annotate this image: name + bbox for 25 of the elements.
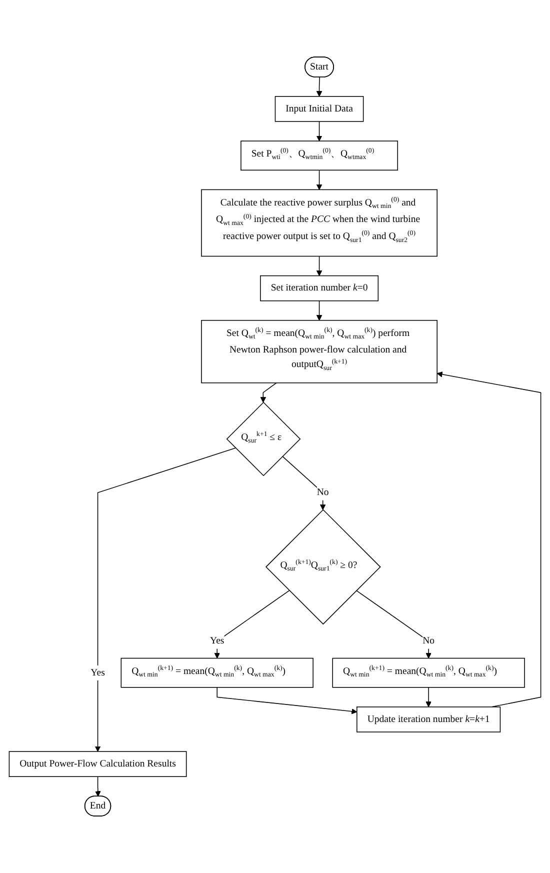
node-box: Set iteration number k=0: [260, 275, 379, 302]
arrow: [216, 687, 358, 714]
arrow: [94, 448, 236, 752]
arrow: [316, 300, 322, 321]
arrow: [426, 687, 432, 708]
arrow: [214, 590, 290, 659]
node-box: Q$_{wt min}$$^{(k+1)}$ = mean(Q$_{wt min}$$^{(k)}$, Q$_{wt max}$$^{(k)}$): [120, 658, 314, 688]
node-diamond: Q$_{sur}$$^{k+1}$ ≤ ε: [226, 402, 301, 476]
node-diamond: Q$_{sur}$$^{(k+1)}$Q$_{sur1}$$^{(k)}$ ≥ 0?: [265, 509, 381, 625]
arrow: [95, 776, 101, 797]
node-box: Input Initial Data: [274, 96, 364, 122]
node-box: Q$_{wt min}$$^{(k+1)}$ = mean(Q$_{wt min}$$^{(k)}$, Q$_{wt max}$$^{(k)}$): [332, 658, 525, 688]
edge-label: No: [316, 487, 329, 498]
node-box: Update iteration number k=k+1: [356, 706, 501, 732]
arrow: [436, 372, 542, 708]
node-box: Output Power-Flow Calculation Results: [8, 751, 187, 777]
arrow: [260, 382, 277, 403]
edge-label: Yes: [90, 667, 105, 678]
edge-label: Yes: [210, 636, 224, 646]
arrow: [356, 590, 432, 659]
arrow: [316, 121, 322, 142]
arrow: [316, 76, 322, 97]
edge-label: No: [422, 636, 435, 646]
arrow: [316, 256, 322, 276]
arrow: [316, 170, 322, 190]
